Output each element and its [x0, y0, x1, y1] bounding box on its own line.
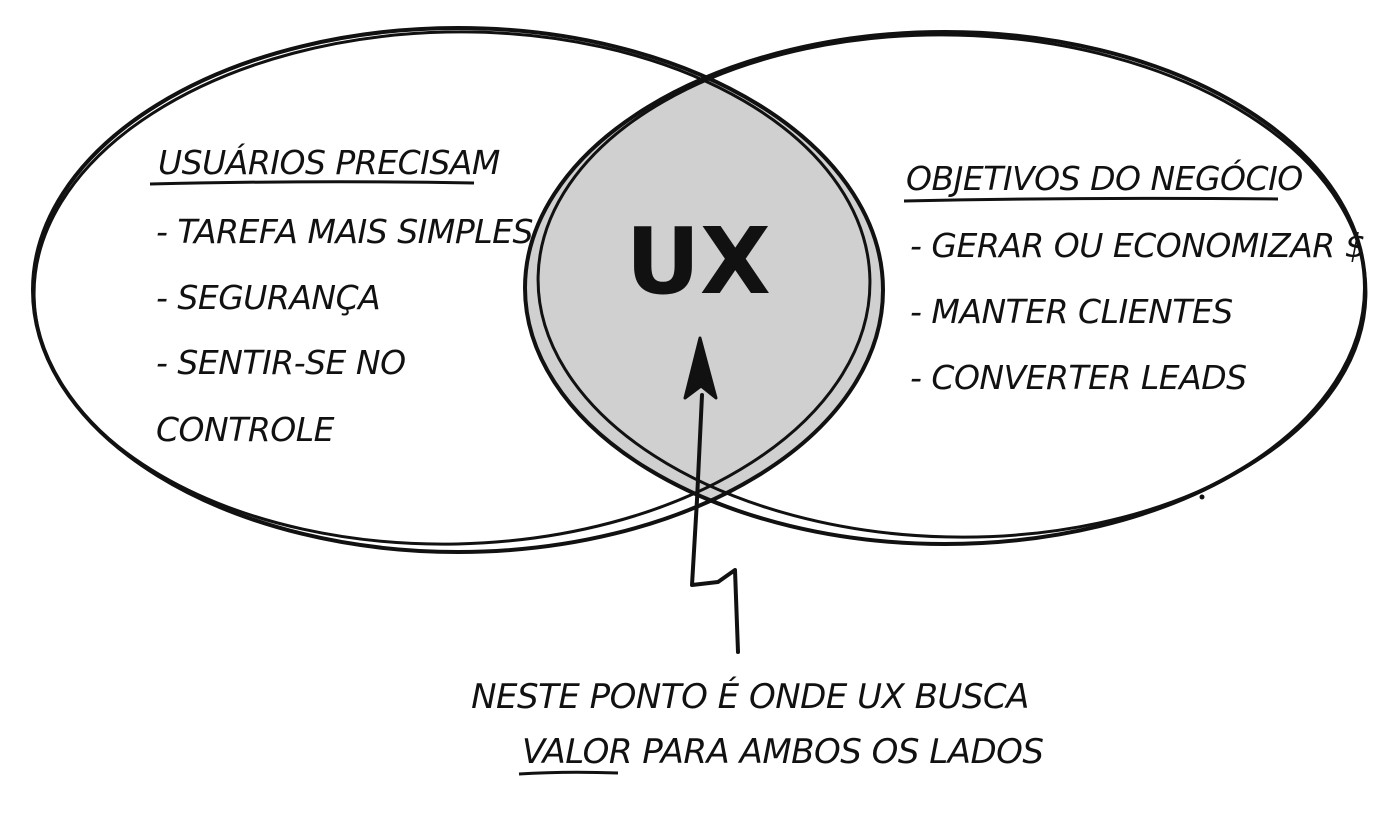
annotation-arrow	[683, 336, 740, 654]
arrow-head-icon	[683, 336, 718, 400]
right-item-keep-clients: - MANTER CLIENTES	[910, 292, 1233, 331]
annotation-line-1: NESTE PONTO É ONDE UX BUSCA	[471, 676, 1029, 717]
right-item-save-money: - GERAR OU ECONOMIZAR $	[910, 226, 1365, 265]
annotation-line-2-rest: PARA AMBOS OS LADOS	[632, 732, 1044, 772]
right-circle-content: OBJETIVOS DO NEGÓCIO - GERAR OU ECONOMIZ…	[903, 158, 1366, 397]
left-ellipse	[31, 26, 885, 554]
annotation: NESTE PONTO É ONDE UX BUSCA VALOR PARA A…	[471, 676, 1044, 776]
annotation-line-2: VALOR PARA AMBOS OS LADOS	[522, 732, 1044, 772]
annotation-value-word: VALOR	[522, 732, 632, 772]
left-ellipse-stroke-b	[32, 30, 872, 546]
left-item-security: - SEGURANÇA	[156, 278, 380, 317]
right-item-convert-leads: - CONVERTER LEADS	[910, 358, 1247, 397]
arrow-shaft	[690, 393, 740, 654]
stray-ink-dot	[1199, 494, 1205, 500]
intersection-area	[525, 32, 883, 544]
left-title-underline	[149, 180, 475, 186]
left-circle-content: USUÁRIOS PRECISAM - TAREFA MAIS SIMPLES …	[149, 142, 533, 449]
right-ellipse-stroke-b	[536, 33, 1368, 539]
intersection-fill	[525, 32, 883, 544]
annotation-value-underline	[518, 770, 619, 776]
left-circle-title: USUÁRIOS PRECISAM	[158, 142, 500, 182]
left-item-simple-task: - TAREFA MAIS SIMPLES	[156, 212, 533, 251]
left-item-feel-in-control: - SENTIR-SE NO	[156, 343, 406, 382]
right-title-underline	[903, 196, 1279, 203]
left-item-control-continued: CONTROLE	[156, 410, 335, 449]
ux-label: UX	[626, 208, 771, 315]
right-ellipse	[523, 30, 1368, 546]
right-circle-title: OBJETIVOS DO NEGÓCIO	[906, 158, 1303, 198]
